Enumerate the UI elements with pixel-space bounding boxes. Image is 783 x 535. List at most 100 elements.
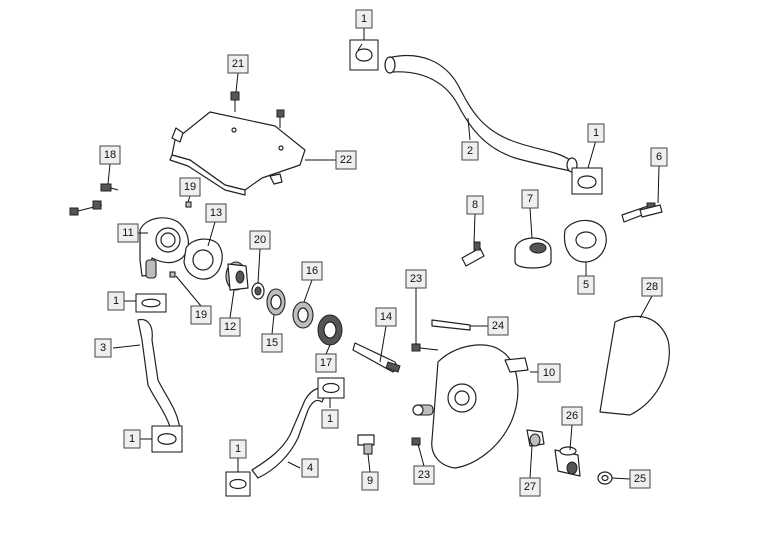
svg-text:23: 23 <box>418 469 430 481</box>
clamp-left-bottom <box>151 425 183 453</box>
svg-text:23: 23 <box>410 273 422 285</box>
callout-10: 10 <box>537 363 561 383</box>
svg-text:10: 10 <box>543 367 555 379</box>
svg-text:1: 1 <box>129 433 135 445</box>
callout-15: 15 <box>261 333 283 353</box>
svg-text:1: 1 <box>113 295 119 307</box>
callout-20: 20 <box>249 230 271 250</box>
callout-8: 8 <box>466 195 484 215</box>
bearing-17 <box>317 314 343 346</box>
svg-text:16: 16 <box>306 265 318 277</box>
callout-4: 4 <box>301 458 319 478</box>
fitting-27 <box>526 429 545 447</box>
callout-1-top: 1 <box>355 9 373 29</box>
hose-upper <box>384 54 578 173</box>
callout-2: 2 <box>461 141 479 161</box>
pump-housing <box>139 217 189 279</box>
callout-14: 14 <box>375 307 397 327</box>
svg-text:19: 19 <box>184 181 196 193</box>
pin-upper <box>185 201 192 208</box>
svg-text:2: 2 <box>467 145 473 157</box>
svg-text:22: 22 <box>340 154 352 166</box>
svg-text:8: 8 <box>472 199 478 211</box>
svg-text:25: 25 <box>634 473 646 485</box>
callout-9: 9 <box>361 471 379 491</box>
pin-lower <box>169 271 176 278</box>
dowel-pin <box>431 319 471 331</box>
svg-text:11: 11 <box>122 227 133 239</box>
svg-text:1: 1 <box>327 413 333 425</box>
callout-3: 3 <box>94 338 112 358</box>
bearing-15 <box>266 288 286 316</box>
callout-1-right: 1 <box>587 123 605 143</box>
svg-text:27: 27 <box>524 481 536 493</box>
callout-17: 17 <box>315 353 337 373</box>
clamp-right <box>571 167 603 195</box>
callout-1-left-top: 1 <box>107 291 125 311</box>
clamp-bottom <box>225 471 251 497</box>
clamp-left-top <box>135 293 167 313</box>
impeller <box>225 261 249 291</box>
svg-text:24: 24 <box>492 320 504 332</box>
svg-text:21: 21 <box>232 58 244 70</box>
svg-text:18: 18 <box>104 149 116 161</box>
callout-28: 28 <box>641 277 663 297</box>
callout-25: 25 <box>629 469 651 489</box>
svg-text:3: 3 <box>100 342 106 354</box>
temp-sensor <box>461 241 485 267</box>
svg-text:19: 19 <box>195 309 207 321</box>
flange-bolts <box>621 202 663 223</box>
bolt-23-lower <box>411 437 421 446</box>
callout-22: 22 <box>335 150 357 170</box>
svg-text:15: 15 <box>266 337 278 349</box>
callout-27: 27 <box>519 477 541 497</box>
seal <box>251 282 265 300</box>
svg-text:5: 5 <box>583 279 589 291</box>
drain-plug <box>357 434 375 455</box>
callout-23-lower: 23 <box>413 465 435 485</box>
bolt-23-upper <box>411 343 421 352</box>
svg-text:7: 7 <box>527 193 533 205</box>
svg-text:1: 1 <box>593 127 599 139</box>
gasket <box>183 238 223 280</box>
callout-23-upper: 23 <box>405 269 427 289</box>
svg-text:17: 17 <box>320 357 332 369</box>
sleeve <box>554 446 581 477</box>
svg-text:14: 14 <box>380 311 392 323</box>
bearing-16 <box>292 301 314 329</box>
clamp-top <box>349 39 379 71</box>
svg-text:28: 28 <box>646 281 658 293</box>
callout-5: 5 <box>577 275 595 295</box>
callout-11: 11 <box>117 223 139 243</box>
callout-19-lower: 19 <box>190 305 212 325</box>
thermostat <box>514 237 552 269</box>
cover-bolts <box>230 91 285 128</box>
svg-text:9: 9 <box>367 475 373 487</box>
callout-1-left-bottom: 1 <box>123 429 141 449</box>
callout-19-upper: 19 <box>179 177 201 197</box>
leader-lines <box>107 28 660 480</box>
callout-26: 26 <box>561 406 583 426</box>
callout-1-bottom: 1 <box>229 439 247 459</box>
callout-6: 6 <box>650 147 668 167</box>
hose-left <box>137 318 181 435</box>
svg-text:13: 13 <box>210 207 222 219</box>
crankcase-cover <box>412 344 529 469</box>
callout-16: 16 <box>301 261 323 281</box>
callout-13: 13 <box>205 203 227 223</box>
pump-shaft <box>352 342 401 373</box>
outlet-flange <box>563 219 607 263</box>
svg-text:1: 1 <box>235 443 241 455</box>
callout-18: 18 <box>99 145 121 165</box>
svg-text:12: 12 <box>224 321 236 333</box>
housing-bolts <box>69 183 119 216</box>
svg-text:26: 26 <box>566 410 578 422</box>
svg-text:1: 1 <box>361 13 367 25</box>
callout-24: 24 <box>487 316 509 336</box>
svg-text:6: 6 <box>656 151 662 163</box>
callout-21: 21 <box>227 54 249 74</box>
clamp-mid <box>317 377 345 399</box>
cover-gasket <box>599 315 670 416</box>
